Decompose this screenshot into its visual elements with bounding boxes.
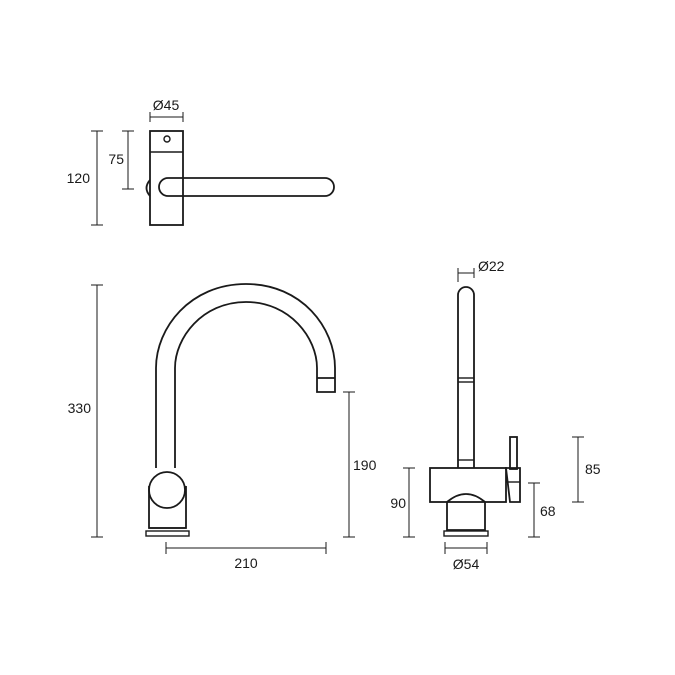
side-view-dimensions: Ø22 85 90 68 Ø54	[390, 258, 600, 572]
side-view-neck-curve	[446, 493, 486, 503]
dim-top-diameter-label: Ø45	[153, 97, 180, 113]
dim-top-height-outer-label: 120	[67, 170, 91, 186]
side-view-body	[429, 467, 507, 503]
top-view-handle	[158, 177, 335, 197]
dim-side-base-height-label: 68	[540, 503, 556, 519]
front-view-nozzle	[316, 388, 336, 393]
side-view-neck	[446, 502, 486, 531]
front-view	[145, 283, 336, 537]
dim-side-base-diameter-label: Ø54	[453, 556, 480, 572]
dim-top-height-inner-label: 75	[108, 151, 124, 167]
dim-front-spout-height-label: 190	[353, 457, 377, 473]
top-view-dimensions: Ø45 120 75	[67, 97, 184, 226]
top-view-pin	[163, 135, 171, 143]
side-view	[429, 286, 521, 537]
top-view	[145, 130, 335, 226]
dim-front-reach-label: 210	[234, 555, 258, 571]
front-view-spout-inner	[174, 301, 318, 468]
dim-side-handle-height-label: 85	[585, 461, 601, 477]
dim-side-body-height-label: 90	[390, 495, 406, 511]
front-view-base-plate	[145, 530, 190, 537]
front-view-body	[148, 486, 187, 529]
side-view-lever	[509, 436, 518, 470]
front-view-handle-hub	[148, 471, 186, 509]
side-view-spout	[457, 286, 475, 468]
dim-side-spout-diameter-label: Ø22	[478, 258, 505, 274]
side-view-base-plate	[443, 530, 489, 537]
top-view-base-curve	[145, 179, 151, 197]
front-view-spout-outer	[155, 283, 336, 468]
front-view-dimensions: 330 190 210	[68, 284, 377, 571]
side-view-lever-base	[504, 467, 521, 503]
dim-front-height-label: 330	[68, 400, 92, 416]
